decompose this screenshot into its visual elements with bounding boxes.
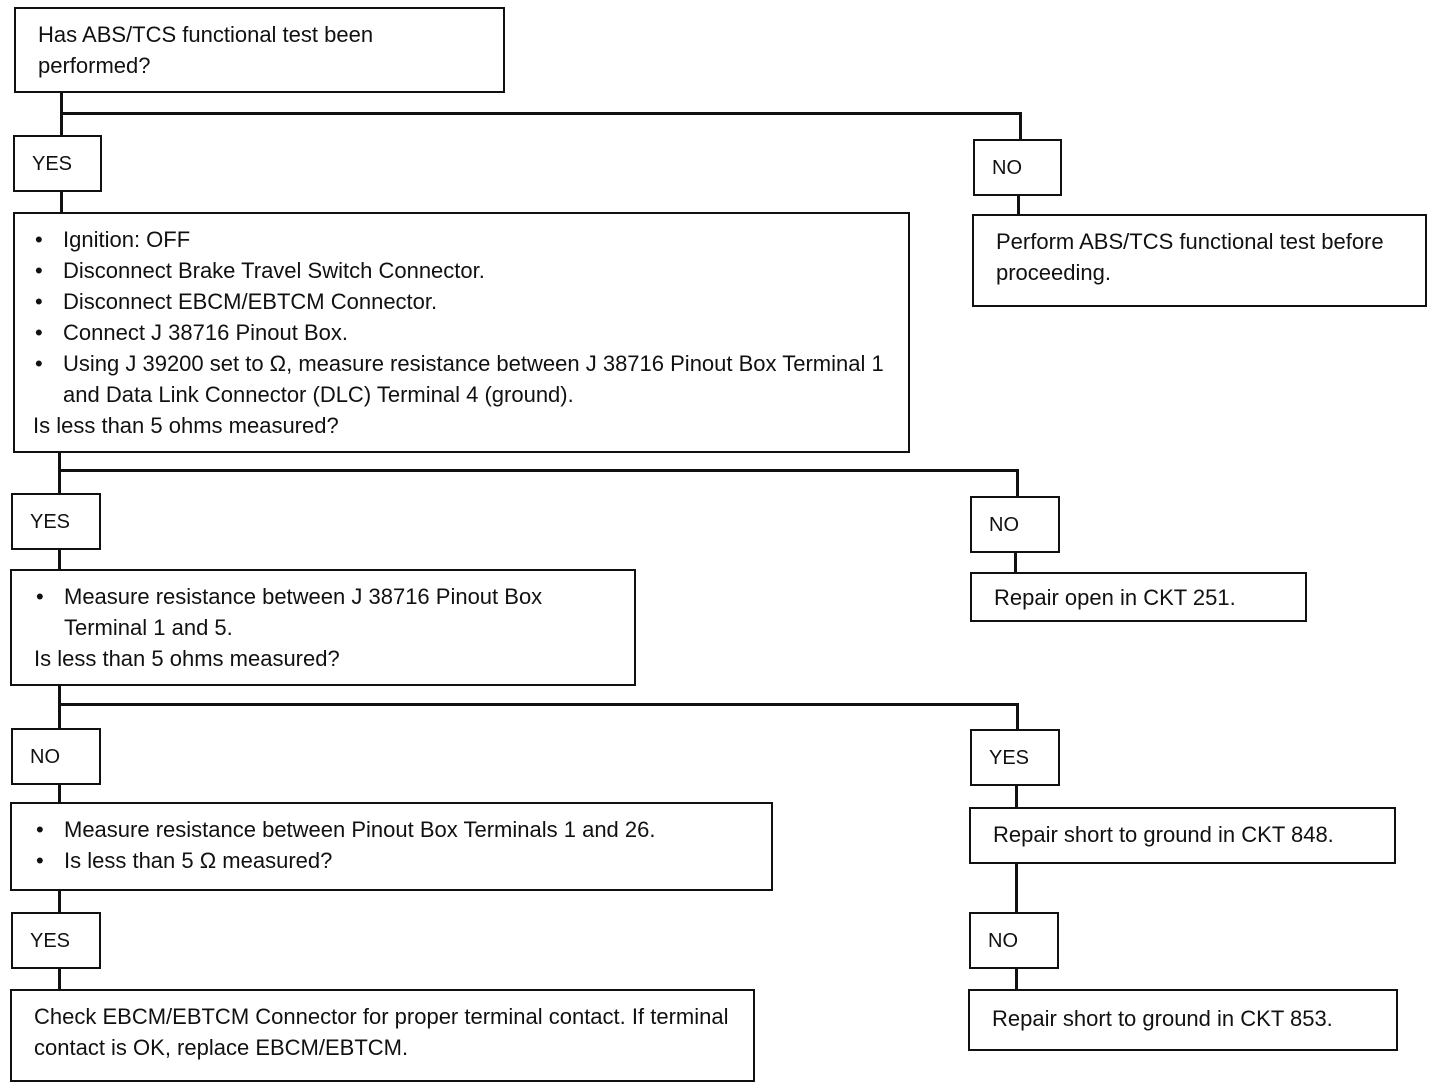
connector-line (1015, 864, 1018, 914)
list-item: Measure resistance between Pinout Box Te… (34, 814, 757, 845)
connector-line (1014, 551, 1017, 573)
connector-line (1019, 112, 1022, 140)
yes-label-box: YES (970, 729, 1060, 786)
yes-label-box: YES (13, 135, 102, 192)
yes-label-box: YES (11, 912, 101, 969)
step2-question: Is less than 5 ohms measured? (34, 646, 340, 671)
connector-line (60, 190, 63, 214)
step2-resistance-box: Measure resistance between J 38716 Pinou… (10, 569, 636, 686)
connector-line (58, 703, 1019, 706)
connector-line (1015, 785, 1018, 809)
perform-test-text: Perform ABS/TCS functional test before p… (996, 229, 1384, 285)
repair-ckt-853-text: Repair short to ground in CKT 853. (992, 1006, 1333, 1031)
connector-line (58, 685, 61, 729)
no-label: NO (30, 746, 60, 768)
connector-line (58, 452, 61, 494)
step2-bullet-list: Measure resistance between J 38716 Pinou… (34, 581, 620, 643)
final-check-box: Check EBCM/EBTCM Connector for proper te… (10, 989, 755, 1082)
yes-label: YES (989, 747, 1030, 769)
connector-line (58, 782, 61, 804)
connector-line (1017, 194, 1020, 216)
repair-ckt-848-box: Repair short to ground in CKT 848. (969, 807, 1396, 864)
yes-label-box: YES (11, 493, 101, 550)
connector-line (1016, 469, 1019, 497)
connector-line (1015, 966, 1018, 990)
repair-ckt-251-box: Repair open in CKT 251. (970, 572, 1307, 622)
step1-question: Is less than 5 ohms measured? (33, 413, 339, 438)
list-item: Measure resistance between J 38716 Pinou… (34, 581, 620, 643)
no-label: NO (988, 930, 1018, 952)
connector-line (58, 548, 61, 570)
repair-ckt-848-text: Repair short to ground in CKT 848. (993, 822, 1334, 847)
no-label: NO (992, 157, 1022, 179)
list-item: Is less than 5 Ω measured? (34, 845, 757, 876)
connector-line (58, 469, 1019, 472)
no-label-box: NO (969, 912, 1059, 969)
no-label: NO (989, 514, 1019, 536)
step3-resistance-box: Measure resistance between Pinout Box Te… (10, 802, 773, 891)
yes-label: YES (30, 511, 71, 533)
repair-ckt-853-box: Repair short to ground in CKT 853. (968, 989, 1398, 1051)
no-label-box: NO (970, 496, 1060, 553)
list-item: Using J 39200 set to Ω, measure resistan… (33, 348, 894, 410)
connector-line (58, 966, 61, 990)
question-functional-test-box: Has ABS/TCS functional test been perform… (14, 7, 505, 93)
connector-line (58, 890, 61, 914)
list-item: Disconnect Brake Travel Switch Connector… (33, 255, 894, 286)
repair-ckt-251-text: Repair open in CKT 251. (994, 585, 1236, 610)
step1-bullet-list: Ignition: OFF Disconnect Brake Travel Sw… (33, 224, 894, 410)
perform-test-box: Perform ABS/TCS functional test before p… (972, 214, 1427, 307)
yes-label: YES (30, 930, 71, 952)
final-check-text: Check EBCM/EBTCM Connector for proper te… (34, 1004, 729, 1060)
question-functional-test-text: Has ABS/TCS functional test been perform… (38, 22, 374, 78)
connector-line (60, 112, 1022, 115)
step3-bullet-list: Measure resistance between Pinout Box Te… (34, 814, 757, 876)
list-item: Connect J 38716 Pinout Box. (33, 317, 894, 348)
list-item: Disconnect EBCM/EBTCM Connector. (33, 286, 894, 317)
step1-resistance-box: Ignition: OFF Disconnect Brake Travel Sw… (13, 212, 910, 453)
connector-line (1016, 703, 1019, 731)
no-label-box: NO (973, 139, 1062, 196)
no-label-box: NO (11, 728, 101, 785)
yes-label: YES (32, 153, 73, 175)
list-item: Ignition: OFF (33, 224, 894, 255)
